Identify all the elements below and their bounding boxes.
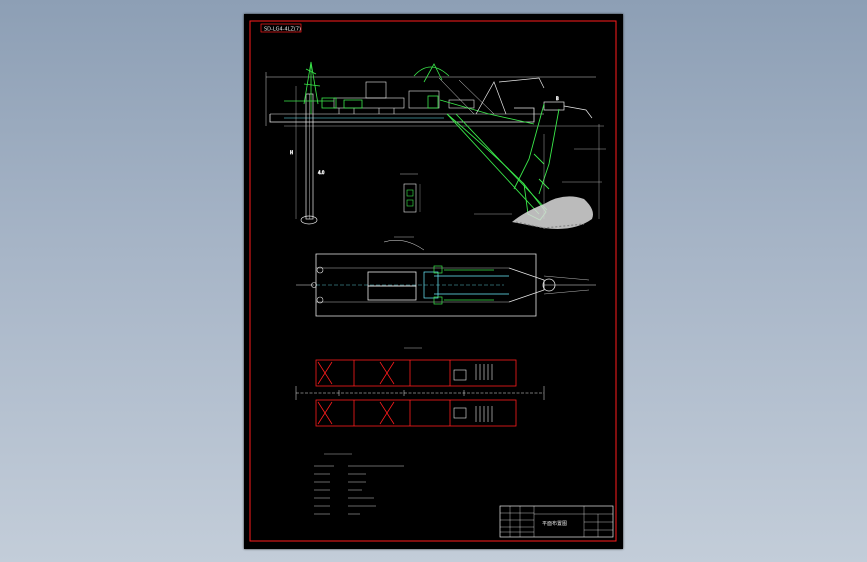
drawing-number: SD-LG4-4LZ(7) (264, 27, 301, 33)
drawing-sheet: SD-LG4-4LZ(7) H 4.0 (244, 14, 623, 549)
hold-plan-view (295, 347, 545, 427)
outer-border (249, 20, 617, 542)
svg-text:4.0: 4.0 (318, 170, 325, 175)
winch-equipment (284, 61, 535, 125)
bucket-ladder (446, 103, 560, 221)
deck-plan-view (296, 236, 596, 317)
hull-plan (315, 240, 596, 317)
title-block: 平面布置图 (499, 505, 614, 538)
centre-line (295, 386, 545, 400)
upper-hull-section (315, 359, 517, 387)
superstructure (333, 81, 475, 114)
ladder-well-plan (316, 271, 509, 299)
lower-hull-section (315, 399, 517, 427)
plan-fairleads (296, 266, 324, 304)
side-dimensions (543, 124, 600, 219)
bow-gantry: B (438, 77, 593, 119)
side-elevation-view: H 4.0 B (265, 61, 606, 229)
svg-text:B: B (556, 96, 559, 101)
spoil-heap (474, 148, 606, 229)
plan-equipment (433, 265, 494, 305)
cad-drawing: SD-LG4-4LZ(7) H 4.0 (249, 20, 617, 542)
svg-text:H: H (290, 150, 293, 155)
spec-table (314, 453, 404, 515)
engine-rooms (453, 364, 493, 422)
spud-pile: H 4.0 (290, 86, 325, 225)
drawing-number-box (260, 23, 302, 33)
detail-view (400, 173, 421, 213)
title-block-title: 平面布置图 (542, 520, 567, 527)
hull-side (269, 107, 604, 127)
